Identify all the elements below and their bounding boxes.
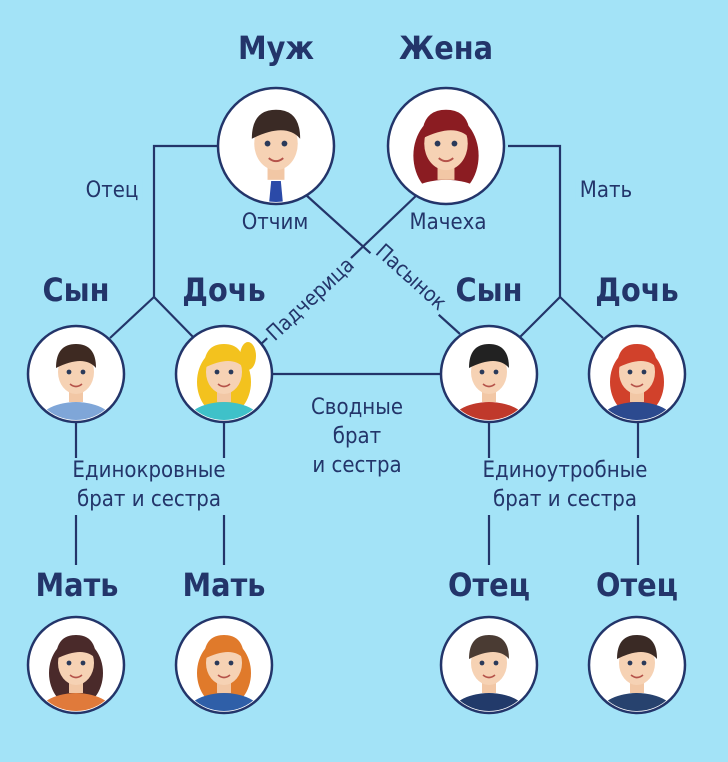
relation-father: Отец bbox=[81, 179, 143, 202]
node-label-wife: Жена bbox=[398, 29, 494, 67]
relation-paternal-half-line1: Единокровные bbox=[72, 458, 226, 483]
node-label-son-left: Сын bbox=[42, 271, 110, 309]
line-to-son-left bbox=[109, 296, 155, 339]
node-label-father2: Отец bbox=[595, 566, 679, 604]
portrait-father2 bbox=[587, 615, 687, 715]
node-label-mother2: Мать bbox=[182, 566, 266, 604]
relation-stepsiblings-line3: и сестра bbox=[312, 453, 402, 478]
relation-paternal-half-line2: брат и сестра bbox=[76, 487, 222, 512]
line-to-daughter-left bbox=[153, 296, 197, 341]
node-label-husband: Муж bbox=[237, 29, 315, 67]
node-label-daughter-right: Дочь bbox=[595, 271, 679, 309]
portrait-son-left bbox=[26, 324, 126, 424]
node-label-daughter-left: Дочь bbox=[182, 271, 266, 309]
line-husband-down bbox=[152, 144, 221, 297]
relation-mother: Мать bbox=[575, 179, 637, 202]
node-label-father1: Отец bbox=[447, 566, 531, 604]
node-label-son-right: Сын bbox=[455, 271, 523, 309]
node-label-mother1: Мать bbox=[35, 566, 119, 604]
relation-stepmother: Мачеха bbox=[409, 210, 487, 235]
relation-stepfather: Отчим bbox=[241, 210, 309, 235]
portraits bbox=[26, 86, 687, 715]
relation-maternal-half-line2: брат и сестра bbox=[492, 487, 638, 512]
portrait-daughter-left bbox=[174, 324, 274, 424]
portrait-mother2 bbox=[174, 615, 274, 715]
portrait-daughter-right bbox=[587, 324, 687, 424]
portrait-son-right bbox=[439, 324, 539, 424]
portrait-wife bbox=[386, 86, 506, 206]
relation-stepsiblings-line2: брат bbox=[332, 424, 382, 449]
relation-maternal-half-line1: Единоутробные bbox=[482, 458, 648, 483]
portrait-father1 bbox=[439, 615, 539, 715]
line-wife-down bbox=[508, 144, 562, 297]
line-to-son-right bbox=[518, 296, 561, 339]
relation-stepsiblings-line1: Сводные bbox=[310, 395, 404, 420]
portrait-husband bbox=[216, 86, 336, 206]
line-to-daughter-right bbox=[559, 296, 604, 339]
portrait-mother1 bbox=[26, 615, 126, 715]
